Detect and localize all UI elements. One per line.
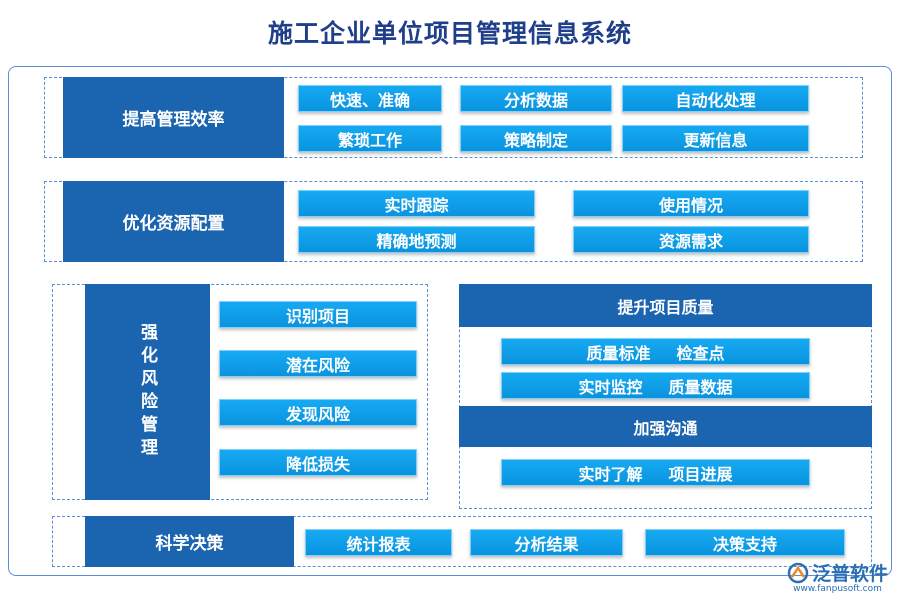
quality-item: 质量标准: [586, 343, 651, 363]
risk-item: 降低损失: [219, 449, 417, 476]
efficiency-label: 提高管理效率: [63, 77, 284, 158]
quality-item-row: 质量标准 检查点: [501, 338, 810, 365]
resources-label: 优化资源配置: [63, 181, 284, 262]
brand-logo: 泛普软件 www.fanpusoft.com: [787, 559, 888, 594]
efficiency-item: 繁琐工作: [298, 125, 442, 152]
resources-section: [44, 181, 863, 262]
communication-header: 加强沟通: [459, 406, 872, 447]
outer-frame: [8, 66, 892, 576]
resources-item: 实时跟踪: [298, 190, 535, 217]
efficiency-item: 快速、准确: [298, 85, 442, 112]
risk-item: 发现风险: [219, 399, 417, 426]
decision-label: 科学决策: [85, 516, 294, 567]
brand-logo-icon: [787, 562, 809, 583]
quality-item: 检查点: [676, 343, 725, 363]
efficiency-item: 策略制定: [460, 125, 612, 152]
decision-item: 决策支持: [645, 529, 845, 556]
resources-item: 资源需求: [573, 226, 809, 253]
brand-name: 泛普软件: [811, 563, 888, 585]
communication-item: 项目进展: [668, 464, 733, 484]
decision-item: 统计报表: [305, 529, 452, 556]
decision-item: 分析结果: [470, 529, 623, 556]
quality-header: 提升项目质量: [459, 284, 872, 327]
quality-item: 质量数据: [668, 377, 733, 397]
efficiency-item: 更新信息: [622, 125, 809, 152]
brand-url: www.fanpusoft.com: [793, 584, 882, 594]
efficiency-item: 自动化处理: [622, 85, 809, 112]
efficiency-item: 分析数据: [460, 85, 612, 112]
risk-item: 潜在风险: [219, 350, 417, 377]
communication-item: 实时了解: [578, 464, 643, 484]
efficiency-section: [44, 77, 863, 158]
risk-item: 识别项目: [219, 301, 417, 328]
risk-section: [52, 284, 428, 500]
risk-label: 强化风险管理: [85, 284, 210, 500]
page-title: 施工企业单位项目管理信息系统: [267, 19, 632, 48]
quality-item-row: 实时监控 质量数据: [501, 372, 810, 399]
decision-section: [52, 516, 872, 567]
quality-item: 实时监控: [578, 377, 643, 397]
resources-item: 精确地预测: [298, 226, 535, 253]
communication-item-row: 实时了解 项目进展: [501, 459, 810, 486]
resources-item: 使用情况: [573, 190, 809, 217]
